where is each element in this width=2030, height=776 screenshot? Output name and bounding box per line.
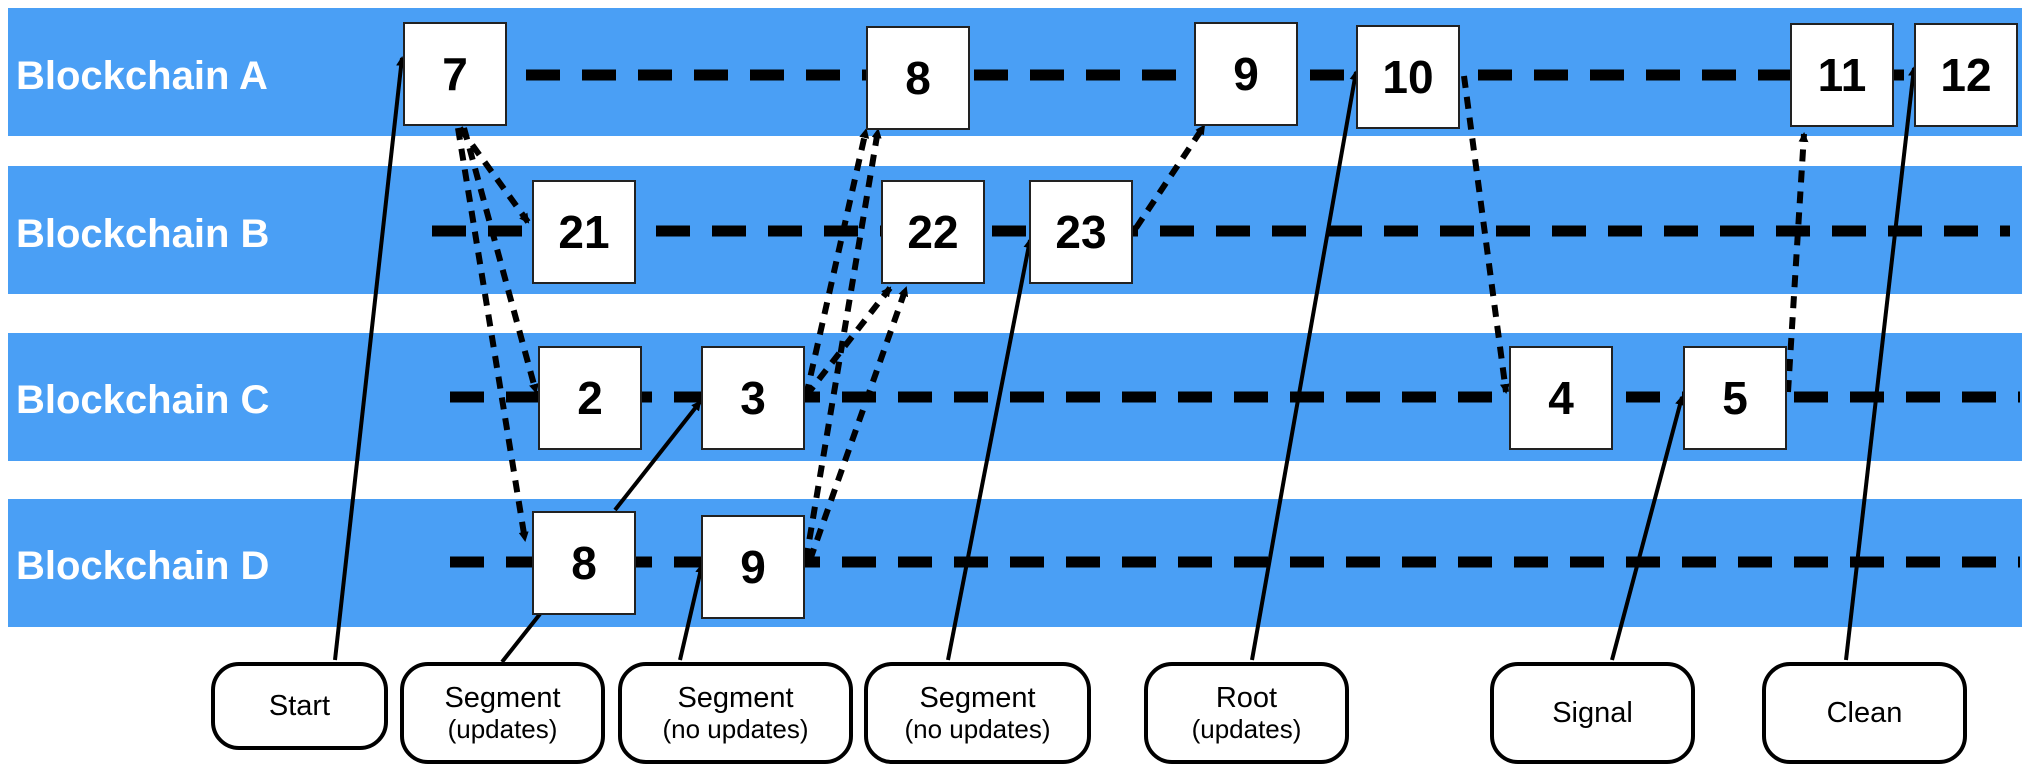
message-a7-to-d8 <box>455 127 529 542</box>
message-a10-to-c4 <box>1461 75 1510 394</box>
block-a-9: 9 <box>1194 22 1298 126</box>
callout-signal-label: Signal <box>1552 697 1633 729</box>
callout-root-updates-label: Root <box>1215 682 1278 714</box>
block-b-23: 23 <box>1029 180 1133 284</box>
callout-segment-updates-sublabel: (updates) <box>447 714 558 744</box>
pointer-signal-to-c5 <box>1610 395 1685 661</box>
lane-label-c: Blockchain C <box>16 378 270 422</box>
pointer-segment-no-updates-to-d9 <box>678 563 706 661</box>
block-c-2: 2 <box>538 346 642 450</box>
block-b-21: 21 <box>532 180 636 284</box>
callout-segment-no-updates-1-sublabel: (no updates) <box>662 714 809 744</box>
message-a7-to-c2 <box>461 127 539 394</box>
callout-root-updates: Root (updates) <box>1144 662 1349 764</box>
block-d-8: 8 <box>532 511 636 615</box>
callout-start: Start <box>211 662 388 750</box>
callout-segment-no-updates-1: Segment (no updates) <box>618 662 853 764</box>
callout-segment-no-updates-2-sublabel: (no updates) <box>904 714 1051 744</box>
callout-clean: Clean <box>1762 662 1967 764</box>
message-d9-to-a8 <box>803 128 882 561</box>
block-d-9: 9 <box>701 515 805 619</box>
block-b-22: 22 <box>881 180 985 284</box>
pointer-start-to-a7 <box>333 56 407 661</box>
callout-segment-updates: Segment (updates) <box>400 662 605 764</box>
callout-segment-no-updates-1-label: Segment <box>677 682 794 714</box>
block-a-10: 10 <box>1356 25 1460 129</box>
block-c-5: 5 <box>1683 346 1787 450</box>
pointer-root-updates-to-a10 <box>1250 70 1360 661</box>
message-c3-to-b22 <box>803 286 893 398</box>
block-c-3: 3 <box>701 346 805 450</box>
callout-segment-no-updates-2-label: Segment <box>919 682 1036 714</box>
pointer-segment-updates-to-c3 <box>613 400 702 512</box>
message-b23-to-a9 <box>1133 124 1207 230</box>
pointer-segment-updates-stem <box>500 612 542 664</box>
message-c5-to-a11 <box>1785 132 1809 393</box>
block-a-8: 8 <box>866 26 970 130</box>
callout-signal: Signal <box>1490 662 1695 764</box>
message-a7-to-b21 <box>457 126 531 224</box>
callout-root-updates-sublabel: (updates) <box>1191 714 1302 744</box>
message-c3-to-a8 <box>803 128 870 397</box>
pointer-segment-no-updates-to-b23 <box>946 238 1034 661</box>
pointer-clean-to-a12 <box>1844 66 1919 661</box>
lane-label-a: Blockchain A <box>16 54 268 98</box>
message-d9-to-b22 <box>807 286 909 561</box>
block-a-12: 12 <box>1914 23 2018 127</box>
callout-segment-updates-label: Segment <box>444 682 561 714</box>
callout-start-label: Start <box>268 690 331 722</box>
block-a-7: 7 <box>403 22 507 126</box>
block-a-11: 11 <box>1790 23 1894 127</box>
lane-label-d: Blockchain D <box>16 544 270 588</box>
callout-clean-label: Clean <box>1826 697 1903 729</box>
lane-blockchain-a <box>8 8 2022 136</box>
block-c-4: 4 <box>1509 346 1613 450</box>
lane-label-b: Blockchain B <box>16 212 270 256</box>
callout-segment-no-updates-2: Segment (no updates) <box>864 662 1091 764</box>
